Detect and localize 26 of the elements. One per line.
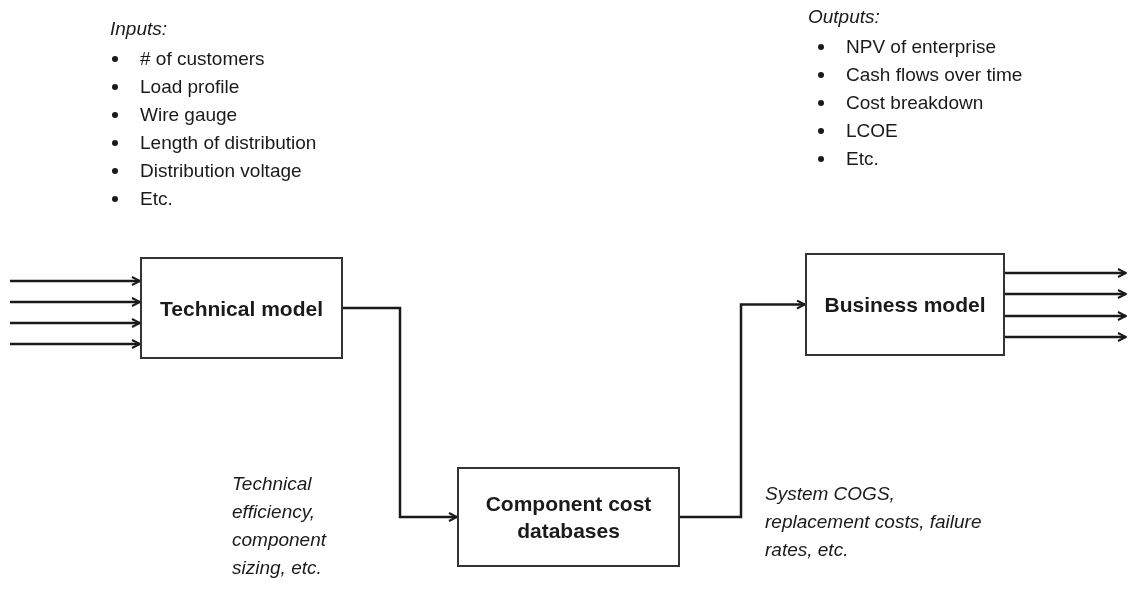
arrow [10, 276, 141, 286]
arrow [10, 297, 141, 307]
arrow [1005, 289, 1127, 299]
process-box: Technical model [140, 257, 343, 359]
arrow [680, 299, 806, 519]
list-item: Distribution voltage [140, 159, 302, 183]
list-item: Wire gauge [140, 103, 238, 127]
arrow [1005, 311, 1127, 321]
process-box: Component cost databases [457, 467, 680, 567]
arrow [1005, 268, 1127, 278]
list-item: Load profile [140, 75, 240, 99]
list-item: NPV of enterprise [846, 35, 996, 59]
list-item: Cost breakdown [846, 91, 984, 115]
list-heading: Outputs: [808, 5, 880, 29]
list-item: Length of distribution [140, 131, 317, 155]
list-item: Cash flows over time [846, 63, 1023, 87]
list-item: Etc. [140, 187, 173, 211]
arrow [1005, 332, 1127, 342]
list-item: LCOE [846, 119, 898, 143]
arrow [343, 306, 458, 522]
arrow [10, 318, 141, 328]
list-item: # of customers [140, 47, 265, 71]
list-item: Etc. [846, 147, 879, 171]
arrow [10, 339, 141, 349]
list-heading: Inputs: [110, 17, 168, 41]
process-box: Business model [805, 253, 1005, 356]
